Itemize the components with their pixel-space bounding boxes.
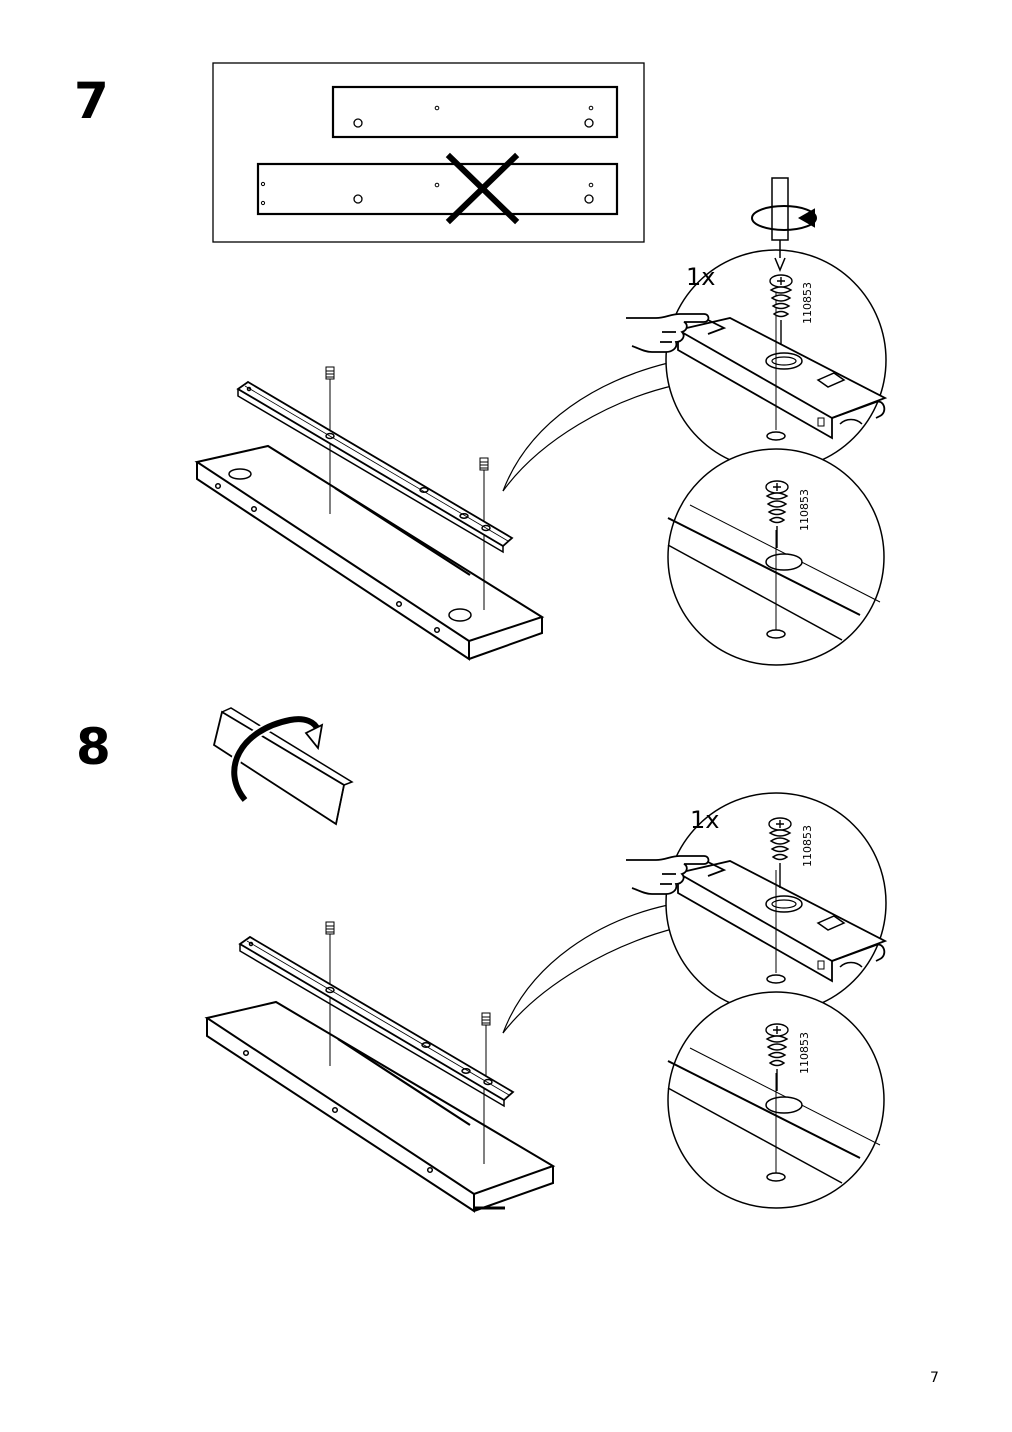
pointing-hand-icon-step-8 (626, 855, 727, 895)
wrong-orientation-cross-icon (445, 152, 520, 225)
orientation-panel-icon (212, 62, 645, 243)
detail-circle-top (665, 249, 888, 471)
part-number-label-bottom: 110853 (798, 489, 811, 531)
rotation-arrow-icon (751, 205, 817, 231)
cam-dowel-icon-step-8 (768, 817, 792, 888)
page-number: 7 (930, 1370, 939, 1386)
flip-panel-arrow-icon (212, 707, 354, 826)
board-with-drawer-rail-flipped (204, 921, 556, 1213)
detail-circle-bottom (667, 448, 885, 666)
cam-dowel-icon-inserted-step-8 (765, 1023, 789, 1091)
quantity-label: 1x (686, 263, 715, 291)
part-number-label-bottom-step-8: 110853 (798, 1032, 811, 1074)
step-7-illustration: 1x 110853 (194, 62, 888, 666)
part-number-label-step-8: 110853 (801, 825, 814, 867)
detail-callout-lines (502, 362, 677, 492)
step-7-number: 7 (74, 72, 109, 130)
part-number-label: 110853 (801, 282, 814, 324)
pointing-hand-icon (626, 313, 727, 353)
screwdriver-icon (771, 177, 789, 272)
detail-circle-top-step-8 (665, 792, 888, 1014)
board-with-drawer-rail (194, 366, 545, 661)
step-8-number: 8 (76, 718, 111, 776)
cam-dowel-icon-inserted (765, 480, 789, 548)
cam-dowel-icon (769, 274, 793, 345)
quantity-label-step-8: 1x (690, 806, 719, 834)
detail-callout-lines-step-8 (502, 904, 677, 1034)
detail-circle-bottom-step-8 (667, 991, 885, 1209)
